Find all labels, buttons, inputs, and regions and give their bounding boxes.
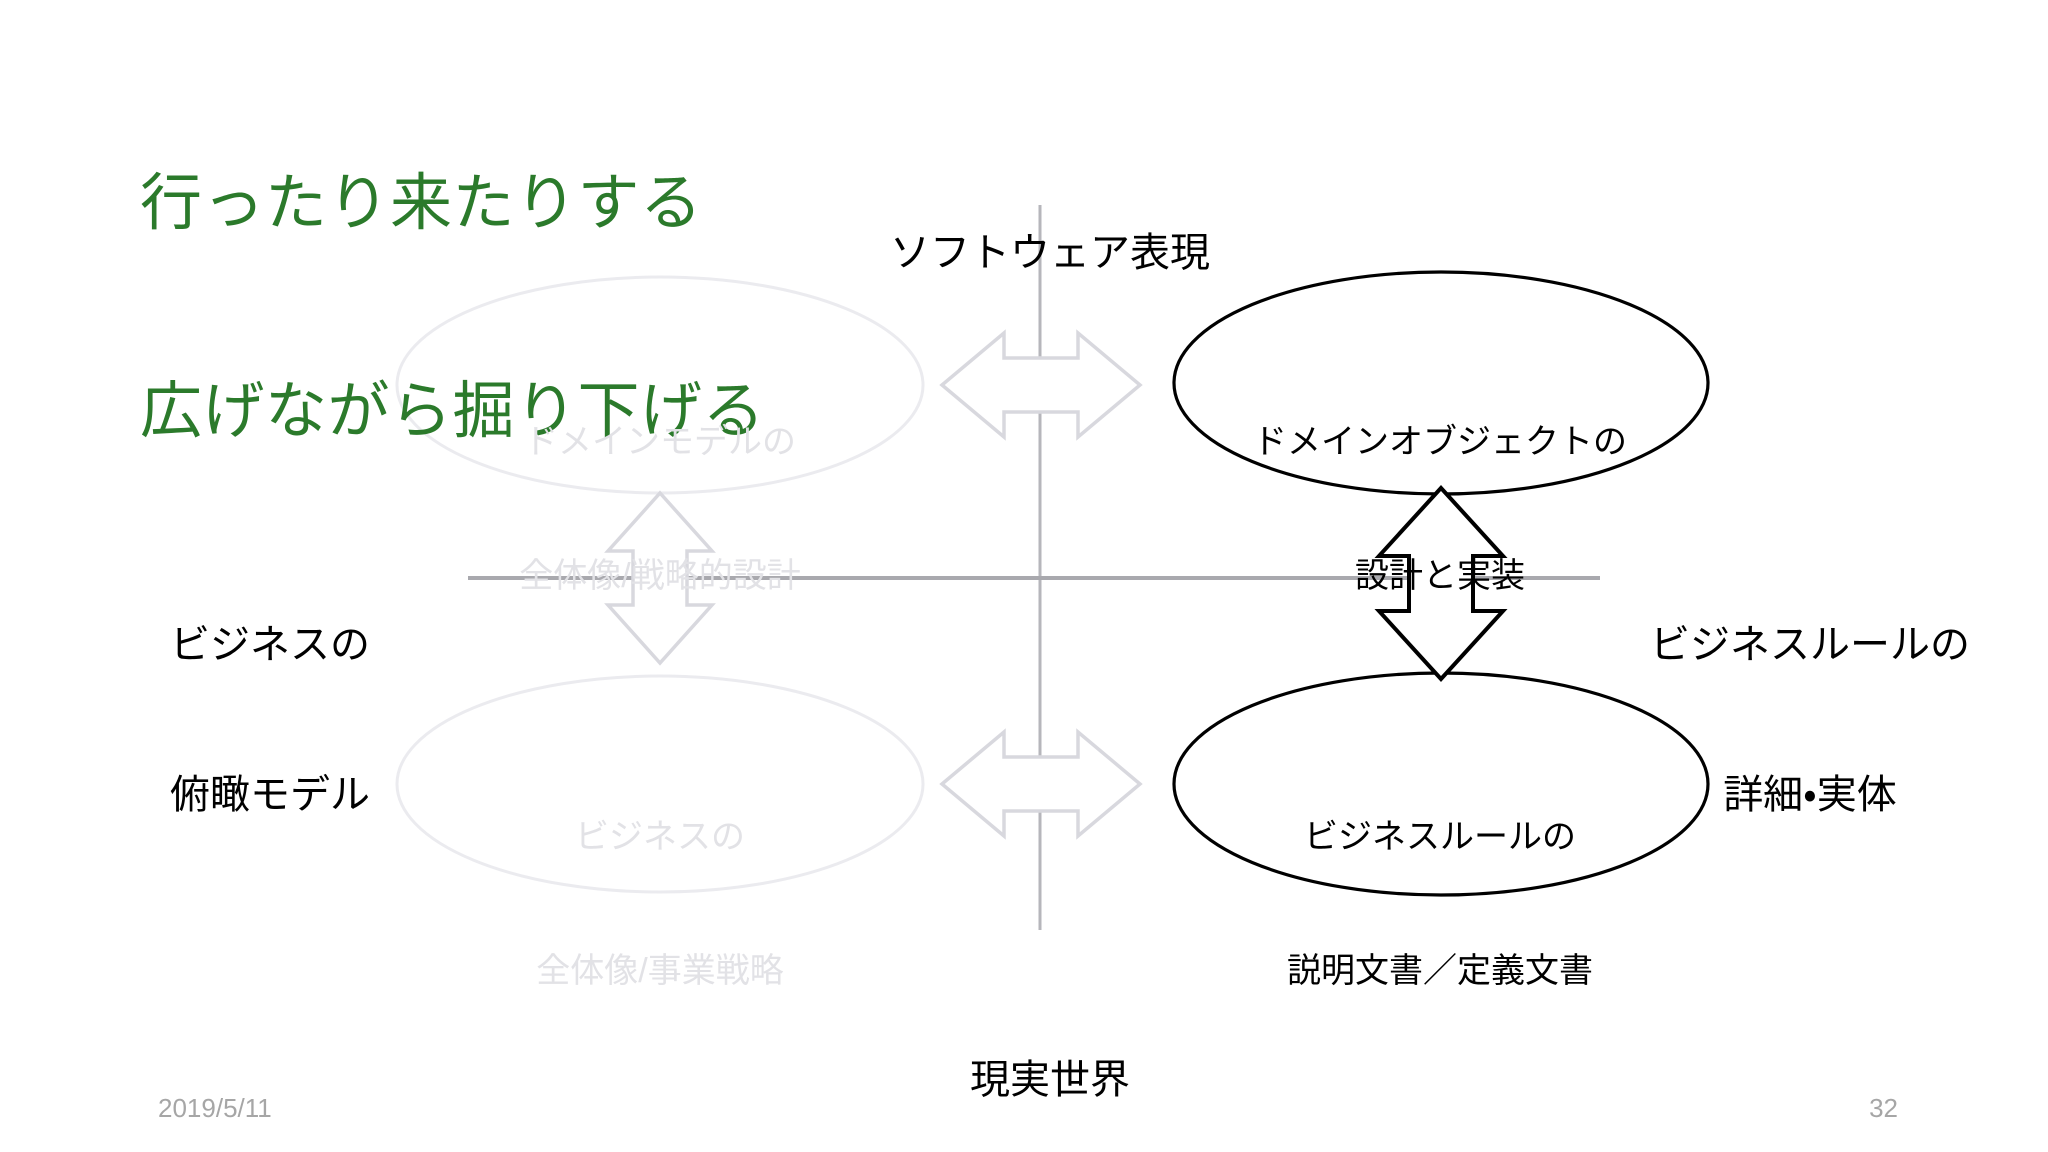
axis-label-left: ビジネスの 俯瞰モデル [60, 520, 480, 920]
ellipse-label-top-right: ドメインオブジェクトの 設計と実装 [1160, 330, 1720, 689]
footer-page-number: 32 [1869, 1093, 1898, 1123]
axis-label-top-text: ソフトウェア表現 [890, 231, 1210, 275]
ellipse-label-bottom-left-line-2: 全体像/事業戦略 [536, 952, 784, 991]
ellipse-bottom-left [395, 674, 925, 894]
ellipse-label-bottom-left-line-1: ビジネスの [575, 817, 745, 856]
axis-label-right-line-2: 詳細・実体 [1723, 773, 1897, 817]
ellipse-label-top-right-line-2: 設計と実装 [1355, 557, 1525, 596]
ellipse-label-top-left-line-1: ドメインモデルの [524, 422, 796, 461]
axis-label-right-line-1: ビジネスルールの [1650, 623, 1970, 667]
ellipse-label-bottom-left: ビジネスの 全体像/事業戦略 [380, 725, 940, 1084]
arrow-right-vertical-icon [1374, 485, 1508, 682]
ellipse-label-bottom-right-line-2: 説明文書／定義文書 [1287, 952, 1593, 991]
ellipse-label-top-left: ドメインモデルの 全体像/戦略的設計 [380, 330, 940, 689]
axis-label-top: ソフトウェア表現 [750, 128, 1350, 378]
axis-label-bottom: 現実世界 [750, 955, 1350, 1152]
slide-title: 行ったり来たりする 広げながら掘り下げる [140, 30, 765, 586]
ellipse-label-top-left-line-2: 全体像/戦略的設計 [519, 557, 801, 596]
arrow-bottom-horizontal-icon [939, 728, 1143, 840]
axis-label-right: ビジネスルールの 詳細・実体 [1580, 520, 2040, 920]
ellipse-label-bottom-right: ビジネスルールの 説明文書／定義文書 [1160, 725, 1720, 1084]
slide-title-line-1: 行ったり来たりする [140, 168, 703, 238]
axis-label-left-line-1: ビジネスの [170, 623, 370, 667]
arrow-top-horizontal-icon [939, 329, 1143, 441]
axis-label-bottom-text: 現実世界 [970, 1058, 1130, 1102]
footer-date: 2019/5/11 [158, 1093, 272, 1123]
axis-label-left-line-2: 俯瞰モデル [170, 773, 370, 817]
ellipse-label-bottom-right-line-1: ビジネスルールの [1304, 817, 1576, 856]
ellipse-label-top-right-line-1: ドメインオブジェクトの [1253, 422, 1627, 461]
arrow-left-vertical-icon [604, 490, 716, 666]
slide-title-line-2: 広げながら掘り下げる [140, 377, 766, 447]
